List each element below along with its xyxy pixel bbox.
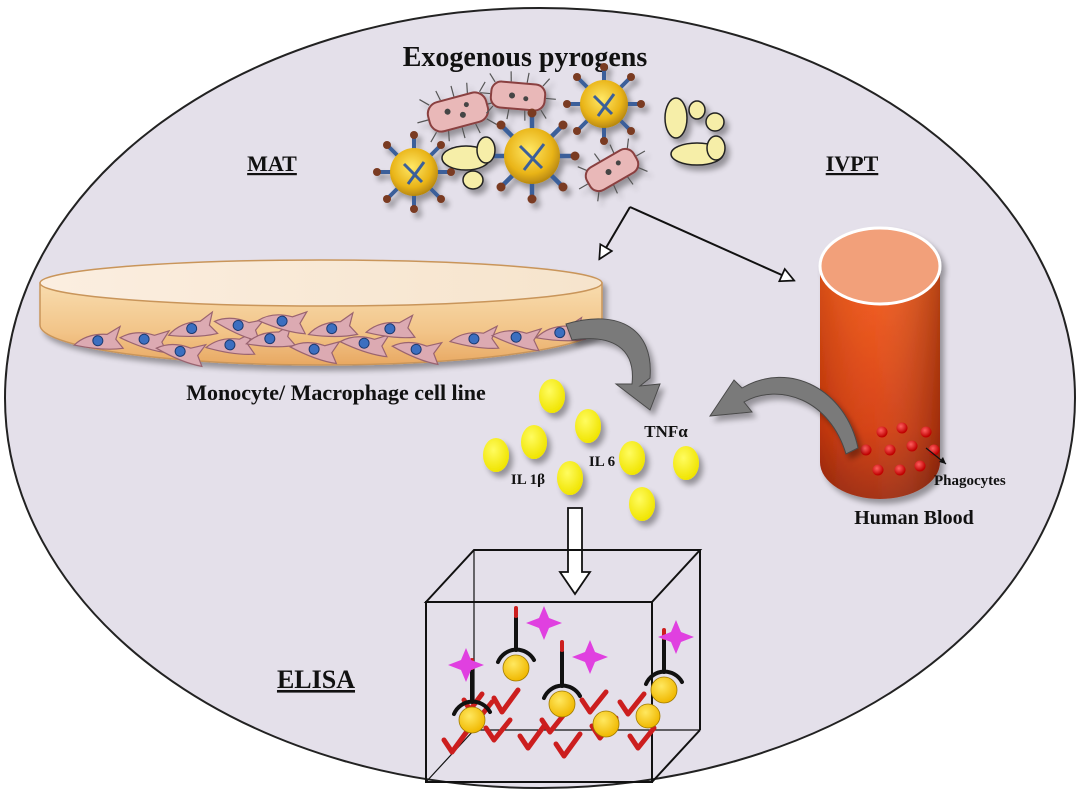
bound-cytokine-icon: [635, 703, 661, 729]
arrow-to-mat: [600, 206, 631, 258]
star-icon: [658, 620, 694, 654]
cell-icon: [72, 325, 125, 350]
bacterium-icon: [577, 138, 648, 202]
cytokine-icon: [483, 438, 509, 472]
virus-icon: [484, 108, 580, 204]
virus-icon: [563, 63, 645, 145]
bound-cytokine-icon: [458, 706, 486, 734]
title: Exogenous pyrogens: [403, 42, 648, 73]
il1b-label: IL 1β: [511, 472, 545, 488]
elisa-label: ELISA: [277, 665, 355, 694]
arrow-to-ivpt: [629, 206, 793, 280]
bacterium-icon: [480, 71, 556, 121]
cytokine-icon: [539, 379, 565, 413]
cytokine-icon: [521, 425, 547, 459]
phagocytes: [860, 422, 940, 476]
cell-icon: [364, 314, 417, 339]
cytokine-cluster: [483, 379, 699, 521]
yeast-icon: [441, 97, 726, 190]
bound-cytokine-icon: [592, 710, 620, 738]
cell-icon: [213, 317, 266, 342]
detection-antibody-icon: [452, 668, 492, 716]
star-icon: [448, 648, 484, 682]
cell-icon: [490, 327, 543, 352]
antibody-icon: [517, 723, 547, 751]
cell-icon: [391, 341, 444, 366]
il6-label: IL 6: [589, 454, 616, 470]
antibody-icon: [539, 709, 569, 735]
cell-icon: [256, 310, 309, 335]
cell-icon: [155, 343, 208, 368]
bacterium-icon: [417, 81, 499, 143]
antibody-icon: [617, 691, 647, 717]
detection-antibodies: [452, 616, 684, 716]
phagocytes-label: Phagocytes: [934, 473, 1006, 489]
pyrogen-cluster: [373, 63, 726, 213]
cytokine-icon: [673, 446, 699, 480]
blood-tube: [818, 226, 942, 499]
cell-icon: [167, 310, 219, 338]
bound-cytokine-icon: [650, 676, 678, 704]
antibody-icon: [491, 687, 521, 715]
cytokine-icon: [629, 487, 655, 521]
curved-arrows: [565, 318, 859, 455]
cell-line-label: Monocyte/ Macrophage cell line: [186, 380, 486, 405]
branch-arrows: [600, 206, 793, 280]
curved-arrow-from-cells: [565, 318, 661, 411]
virus-icon: [373, 131, 455, 213]
bound-cytokines: [458, 654, 678, 738]
cell-icon: [204, 330, 256, 355]
detection-antibody-icon: [542, 650, 582, 700]
cell-icon: [288, 340, 341, 365]
cytokine-icon: [619, 441, 645, 475]
antibody-icon: [441, 727, 471, 755]
cell-icon: [118, 329, 171, 354]
antibody-icon: [553, 731, 583, 759]
curved-arrow-from-blood: [709, 377, 859, 455]
cytokine-icon: [575, 409, 601, 443]
signal-stars: [448, 606, 694, 682]
cell-icon: [338, 333, 391, 358]
bound-cytokine-icon: [548, 690, 576, 718]
mat-label: MAT: [247, 151, 297, 176]
cytokine-icon: [557, 461, 583, 495]
tnfa-label: TNFα: [644, 422, 688, 441]
detection-antibody-icon: [644, 638, 684, 686]
antibody-icon: [627, 725, 657, 751]
cell-icon: [307, 311, 359, 338]
cell-icon: [448, 324, 500, 349]
antibody-icon: [579, 689, 609, 715]
star-icon: [526, 606, 562, 640]
human-blood-label: Human Blood: [854, 507, 973, 529]
ivpt-label: IVPT: [826, 151, 879, 176]
bound-cytokine-icon: [502, 654, 530, 682]
star-icon: [572, 640, 608, 674]
antibody-icon: [483, 717, 513, 743]
detection-antibody-icon: [496, 616, 536, 664]
